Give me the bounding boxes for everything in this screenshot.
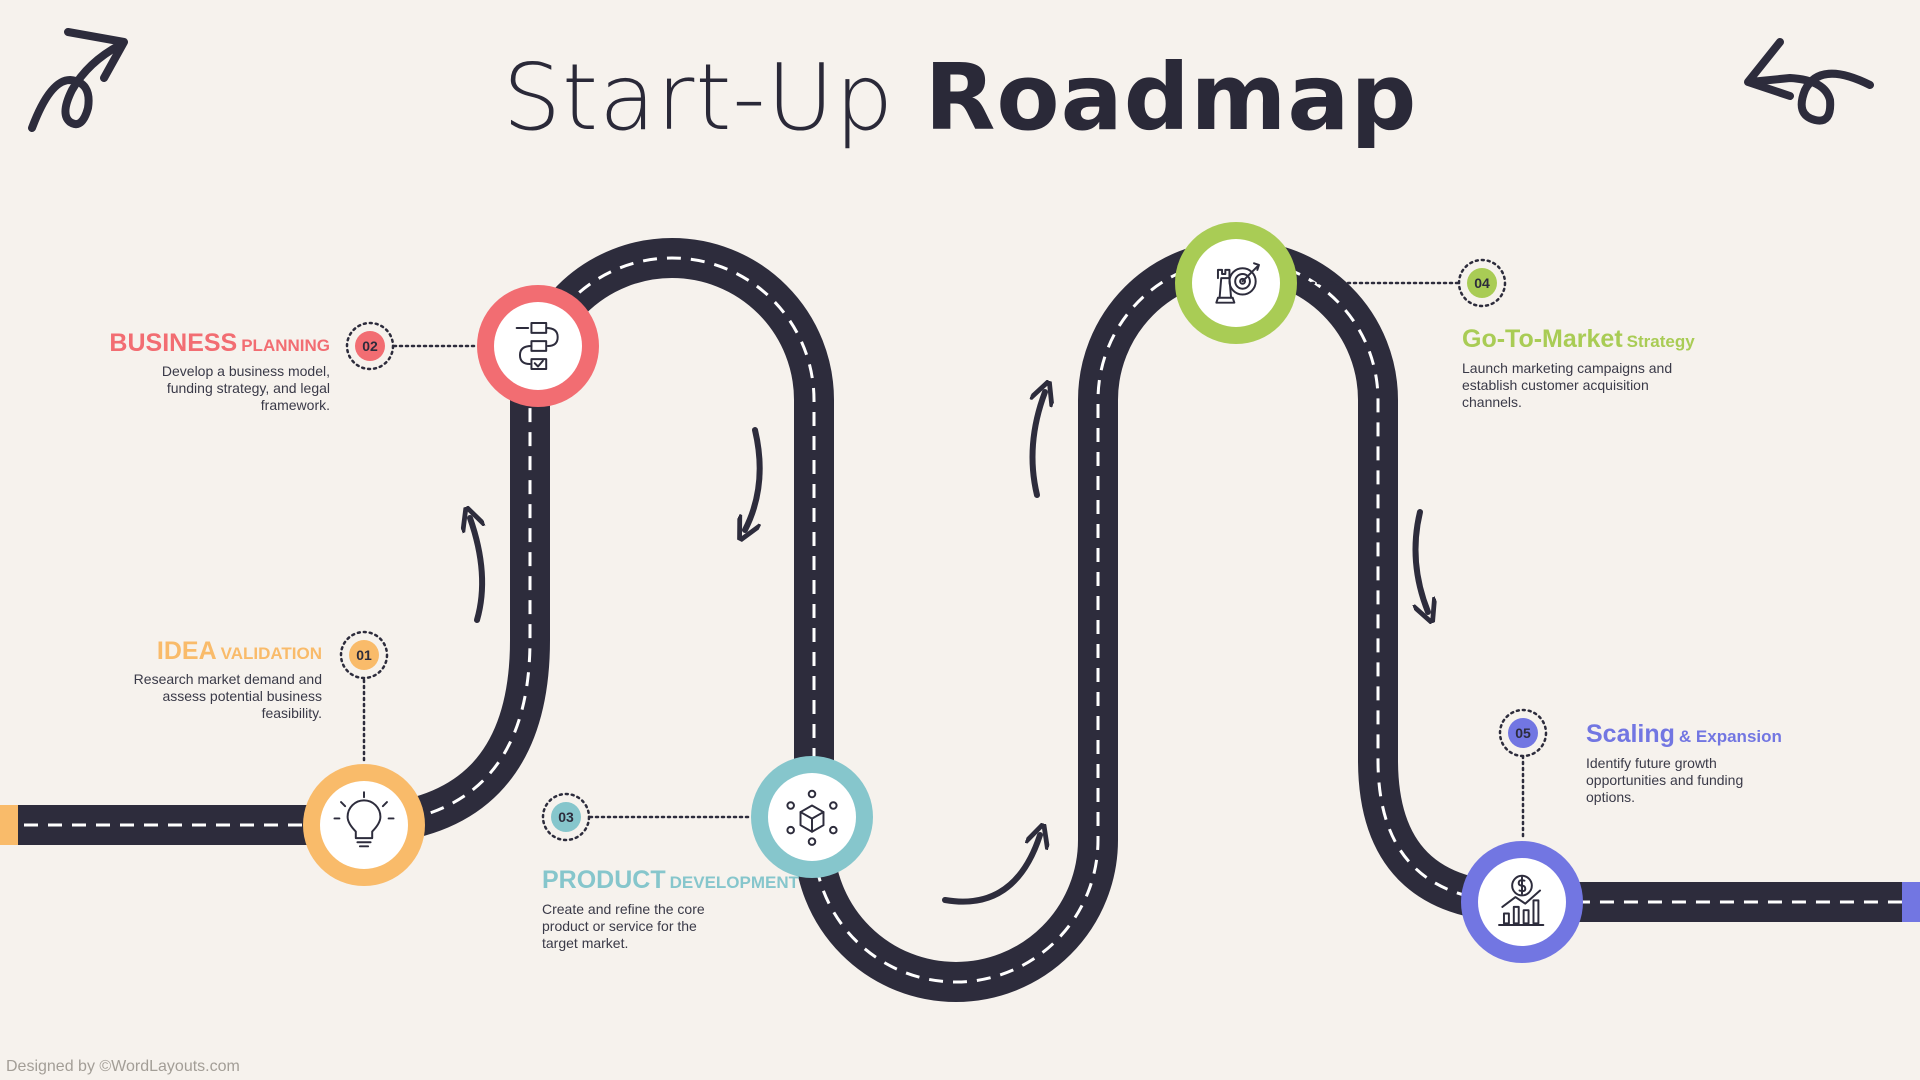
direction-arrows [470, 392, 1429, 905]
step-1-number: 01 [356, 647, 372, 663]
step-4-title-main: Go-To-Market [1462, 325, 1623, 353]
step-1-description: Research market demand and assess potent… [133, 671, 322, 721]
arrow-curve-icon [942, 835, 1040, 905]
arrow-down-icon [745, 427, 763, 530]
footer-credit: Designed by ©WordLayouts.com [6, 1058, 240, 1075]
road-start-marker [0, 805, 18, 845]
step-2-title-main: BUSINESS [109, 329, 238, 357]
road-end-marker [1902, 882, 1920, 922]
title-bold: Roadmap [924, 44, 1418, 151]
step-2-number: 02 [362, 338, 378, 354]
step-2-circle [477, 285, 599, 407]
step-4-circle [1175, 222, 1297, 344]
step-5-title-sub: & Expansion [1678, 727, 1782, 746]
arrow-up-icon [1029, 392, 1046, 498]
corner-arrow-left-icon [28, 28, 128, 132]
step-2-number-badge: 02 [345, 321, 395, 371]
step-1-title-sub: VALIDATION [220, 644, 322, 663]
step-1-title-main: IDEA [156, 637, 217, 665]
title-regular: Start-Up [502, 44, 925, 151]
step-3-description: Create and refine the core product or se… [542, 901, 705, 951]
step-5-number: 05 [1515, 725, 1531, 741]
step-3-number-badge: 03 [541, 792, 591, 842]
step-1-number-badge: 01 [339, 630, 389, 680]
step-5-title-main: Scaling [1586, 720, 1675, 748]
connector-lines [362, 281, 1525, 842]
step-3-title-sub: DEVELOPMENT [669, 873, 800, 892]
step-5-description: Identify future growth opportunities and… [1586, 755, 1744, 805]
cube-network-icon [786, 789, 838, 846]
growth-chart-icon [1498, 874, 1545, 926]
step-1-circle [303, 764, 425, 886]
chess-target-icon [1215, 262, 1260, 304]
step-5-title: Scaling& Expansion [1586, 720, 1782, 749]
step-3-title-main: PRODUCT [542, 866, 666, 894]
step-4-description: Launch marketing campaigns and establish… [1462, 360, 1673, 410]
step-3-circle [751, 756, 873, 878]
step-3-number: 03 [558, 809, 574, 825]
arrow-down-icon [1416, 509, 1429, 612]
step-5-circle [1461, 841, 1583, 963]
step-2-description: Develop a business model, funding strate… [161, 363, 330, 413]
step-5-number-badge: 05 [1498, 708, 1548, 758]
step-2-title-sub: PLANNING [241, 336, 330, 355]
corner-arrow-right-icon [1744, 38, 1874, 125]
step-4-number: 04 [1474, 275, 1490, 291]
arrow-up-icon [470, 518, 482, 623]
step-circles [303, 222, 1583, 963]
lightbulb-icon [333, 791, 395, 848]
step-4-number-badge: 04 [1457, 258, 1507, 308]
flowchart-icon [515, 322, 559, 370]
page-title: Start-Up Roadmap [0, 44, 1920, 151]
number-badges: 01 02 03 04 05 [339, 258, 1548, 842]
step-4-title-sub: Strategy [1626, 332, 1695, 351]
